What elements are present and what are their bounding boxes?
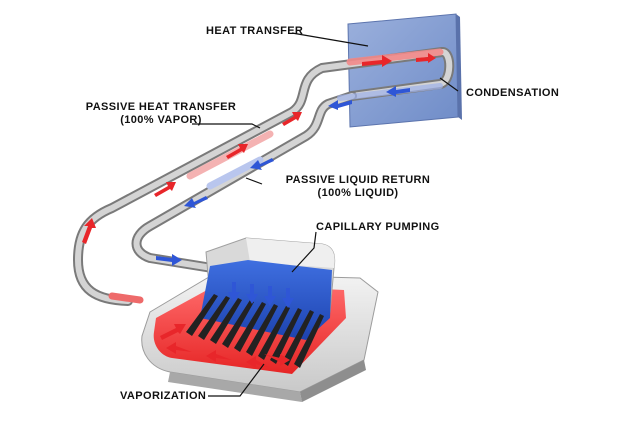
passive-heat-transfer-label: PASSIVE HEAT TRANSFER (100% VAPOR)	[84, 101, 238, 127]
blue-arrow-icon	[246, 284, 258, 304]
capillary-pumping-label: CAPILLARY PUMPING	[316, 221, 440, 233]
red-arrow-icon	[206, 350, 232, 362]
red-arrow-icon	[160, 324, 186, 340]
red-arrow-icon	[154, 182, 176, 197]
red-arrow-icon	[82, 218, 96, 244]
blue-arrow-icon	[264, 286, 276, 306]
passive-liquid-return-title: PASSIVE LIQUID RETURN	[285, 174, 431, 186]
condensation-label: CONDENSATION	[466, 87, 560, 99]
blue-arrow-icon	[250, 158, 274, 170]
blue-arrow-icon	[386, 86, 410, 97]
red-arrow-icon	[226, 144, 248, 159]
red-arrow-icon	[264, 354, 290, 366]
passive-heat-transfer-title: PASSIVE HEAT TRANSFER	[85, 101, 237, 113]
red-arrow-icon	[416, 53, 436, 63]
blue-arrow-icon	[328, 100, 352, 110]
blue-arrow-icon	[228, 282, 240, 302]
passive-liquid-return-subtitle: (100% LIQUID)	[317, 187, 399, 199]
liquid-line	[131, 83, 443, 273]
passive-heat-transfer-subtitle: (100% VAPOR)	[120, 114, 202, 126]
red-arrow-icon	[362, 55, 392, 67]
leader-lines	[192, 32, 459, 397]
blue-arrow-icon	[282, 288, 294, 308]
red-arrow-icon	[166, 342, 192, 354]
heat-transfer-label: HEAT TRANSFER	[206, 25, 304, 37]
passive-liquid-return-label: PASSIVE LIQUID RETURN (100% LIQUID)	[270, 174, 446, 200]
blue-arrow-icon	[156, 254, 182, 266]
blue-arrow-icon	[184, 196, 208, 208]
vaporization-label: VAPORIZATION	[120, 390, 207, 402]
red-arrow-icon	[282, 112, 302, 126]
liquid-flow-arrows	[156, 86, 410, 308]
